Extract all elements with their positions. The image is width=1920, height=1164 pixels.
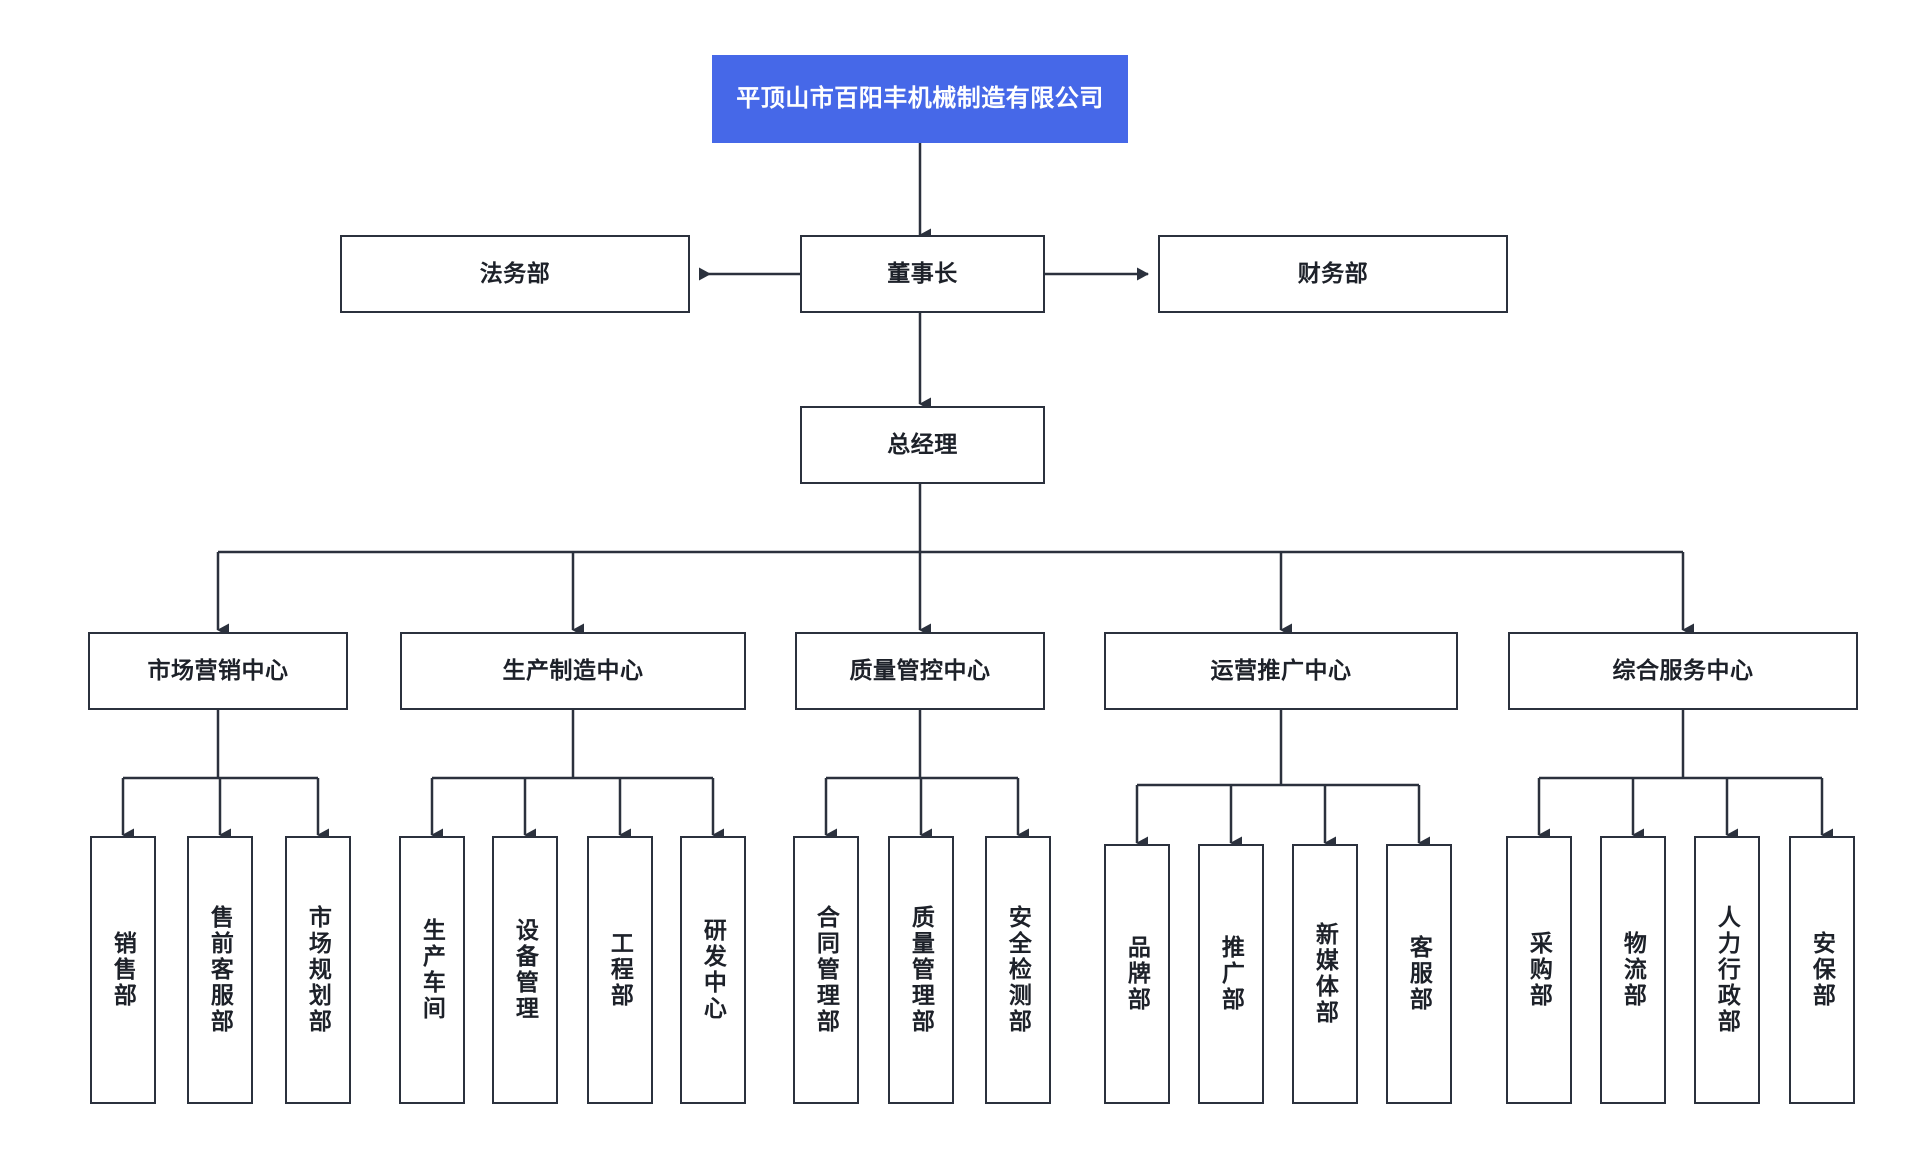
node-dept-market-planning-label: 市场规划部 (305, 905, 332, 1035)
node-dept-equipment-management[interactable]: 设备管理 (492, 836, 558, 1104)
node-dept-quality-management[interactable]: 质量管理部 (888, 836, 954, 1104)
node-center-quality-label: 质量管控中心 (849, 657, 991, 684)
node-center-marketing[interactable]: 市场营销中心 (88, 632, 348, 710)
node-finance-dept-label: 财务部 (1297, 260, 1369, 287)
node-dept-new-media[interactable]: 新媒体部 (1292, 844, 1358, 1104)
node-dept-logistics-label: 物流部 (1620, 931, 1647, 1009)
node-dept-procurement-label: 采购部 (1526, 931, 1553, 1009)
node-chairman-label: 董事长 (887, 260, 958, 287)
node-dept-production-workshop[interactable]: 生产车间 (399, 836, 465, 1104)
node-general-manager[interactable]: 总经理 (800, 406, 1045, 484)
node-general-manager-label: 总经理 (887, 431, 958, 458)
node-dept-security[interactable]: 安保部 (1789, 836, 1855, 1104)
node-dept-contract-management[interactable]: 合同管理部 (793, 836, 859, 1104)
node-dept-equipment-management-label: 设备管理 (512, 918, 539, 1022)
node-dept-hr-admin[interactable]: 人力行政部 (1694, 836, 1760, 1104)
node-center-marketing-label: 市场营销中心 (147, 657, 289, 684)
node-dept-quality-management-label: 质量管理部 (908, 905, 935, 1035)
node-dept-safety-inspection-label: 安全检测部 (1005, 905, 1032, 1035)
node-center-manufacturing[interactable]: 生产制造中心 (400, 632, 746, 710)
node-dept-brand[interactable]: 品牌部 (1104, 844, 1170, 1104)
node-dept-promotion-label: 推广部 (1218, 935, 1245, 1013)
node-dept-new-media-label: 新媒体部 (1312, 922, 1339, 1026)
node-center-operations-label: 运营推广中心 (1210, 657, 1352, 684)
node-dept-customer-service-label: 客服部 (1406, 935, 1433, 1013)
node-dept-market-planning[interactable]: 市场规划部 (285, 836, 351, 1104)
node-center-service[interactable]: 综合服务中心 (1508, 632, 1858, 710)
node-dept-brand-label: 品牌部 (1124, 935, 1151, 1013)
node-dept-procurement[interactable]: 采购部 (1506, 836, 1572, 1104)
node-dept-rnd-center[interactable]: 研发中心 (680, 836, 746, 1104)
node-dept-hr-admin-label: 人力行政部 (1714, 905, 1741, 1035)
node-dept-rnd-center-label: 研发中心 (700, 918, 727, 1022)
node-center-manufacturing-label: 生产制造中心 (502, 657, 644, 684)
node-dept-security-label: 安保部 (1809, 931, 1836, 1009)
node-dept-customer-service[interactable]: 客服部 (1386, 844, 1452, 1104)
node-center-quality[interactable]: 质量管控中心 (795, 632, 1045, 710)
node-finance-dept[interactable]: 财务部 (1158, 235, 1508, 313)
node-chairman[interactable]: 董事长 (800, 235, 1045, 313)
node-dept-engineering-label: 工程部 (607, 931, 634, 1009)
node-dept-sales-label: 销售部 (110, 931, 137, 1009)
node-center-service-label: 综合服务中心 (1612, 657, 1754, 684)
node-dept-logistics[interactable]: 物流部 (1600, 836, 1666, 1104)
node-company-root[interactable]: 平顶山市百阳丰机械制造有限公司 (712, 55, 1128, 143)
node-dept-production-workshop-label: 生产车间 (419, 918, 446, 1022)
node-dept-engineering[interactable]: 工程部 (587, 836, 653, 1104)
node-dept-presale-service[interactable]: 售前客服部 (187, 836, 253, 1104)
node-dept-contract-management-label: 合同管理部 (813, 905, 840, 1035)
node-legal-dept-label: 法务部 (479, 260, 551, 287)
node-center-operations[interactable]: 运营推广中心 (1104, 632, 1458, 710)
node-dept-safety-inspection[interactable]: 安全检测部 (985, 836, 1051, 1104)
node-legal-dept[interactable]: 法务部 (340, 235, 690, 313)
node-dept-sales[interactable]: 销售部 (90, 836, 156, 1104)
node-company-root-label: 平顶山市百阳丰机械制造有限公司 (736, 84, 1104, 112)
node-dept-promotion[interactable]: 推广部 (1198, 844, 1264, 1104)
node-dept-presale-service-label: 售前客服部 (207, 905, 234, 1035)
